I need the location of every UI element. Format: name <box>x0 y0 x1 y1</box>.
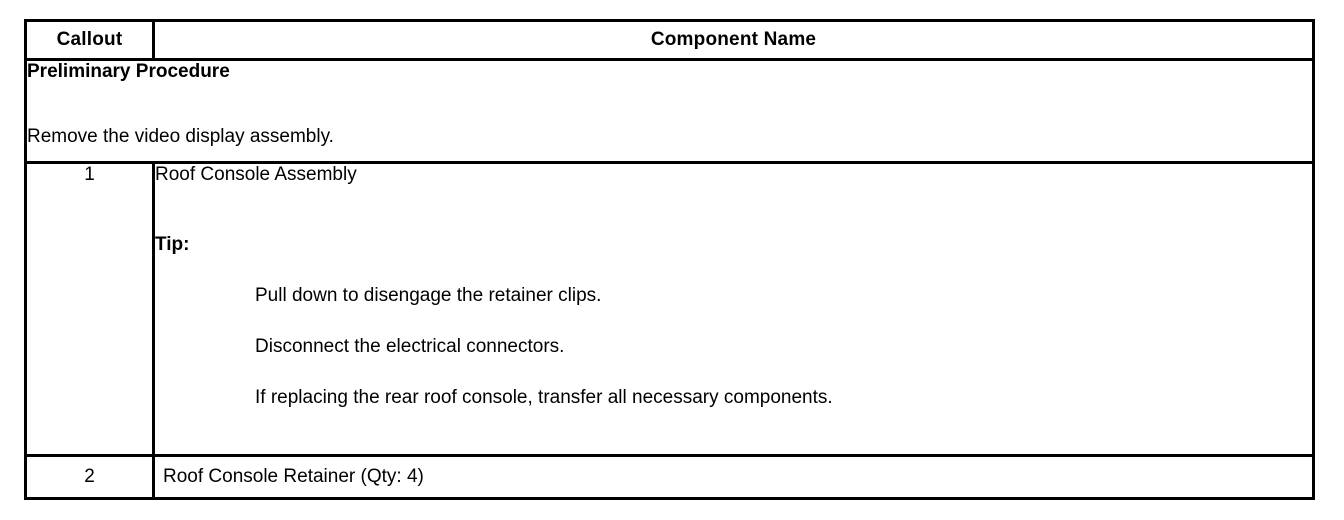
spacer <box>155 186 1312 234</box>
preliminary-procedure-row: Preliminary Procedure Remove the video d… <box>24 58 1315 164</box>
tip-list: Pull down to disengage the retainer clip… <box>155 285 1312 409</box>
tip-item: If replacing the rear roof console, tran… <box>255 387 833 408</box>
parts-table: Callout Component Name Preliminary Proce… <box>24 19 1315 500</box>
component-name-1: Roof Console Assembly <box>155 164 357 185</box>
component-name-2: Roof Console Retainer (Qty: 4) <box>152 454 1315 500</box>
tip-label: Tip: <box>155 234 190 255</box>
component-detail-cell-1: Roof Console Assembly Tip: Pull down to … <box>152 161 1315 457</box>
preliminary-procedure-title: Preliminary Procedure <box>27 61 230 82</box>
callout-number-2: 2 <box>24 454 155 500</box>
header-cell-component-name: Component Name <box>152 19 1315 61</box>
preliminary-procedure-cell: Preliminary Procedure Remove the video d… <box>24 58 1315 164</box>
spacer <box>27 83 1312 126</box>
column-header-callout: Callout <box>56 29 123 50</box>
table-header-row: Callout Component Name <box>24 19 1315 61</box>
tip-item: Pull down to disengage the retainer clip… <box>255 285 602 306</box>
callout-number-1: 1 <box>24 161 155 457</box>
column-header-component-name: Component Name <box>650 29 817 50</box>
table-row: 1 Roof Console Assembly Tip: Pull down t… <box>24 161 1315 457</box>
table-row: 2 Roof Console Retainer (Qty: 4) <box>24 454 1315 500</box>
preliminary-procedure-body: Remove the video display assembly. <box>27 126 334 147</box>
tip-item: Disconnect the electrical connectors. <box>255 336 565 357</box>
header-cell-callout: Callout <box>24 19 155 61</box>
